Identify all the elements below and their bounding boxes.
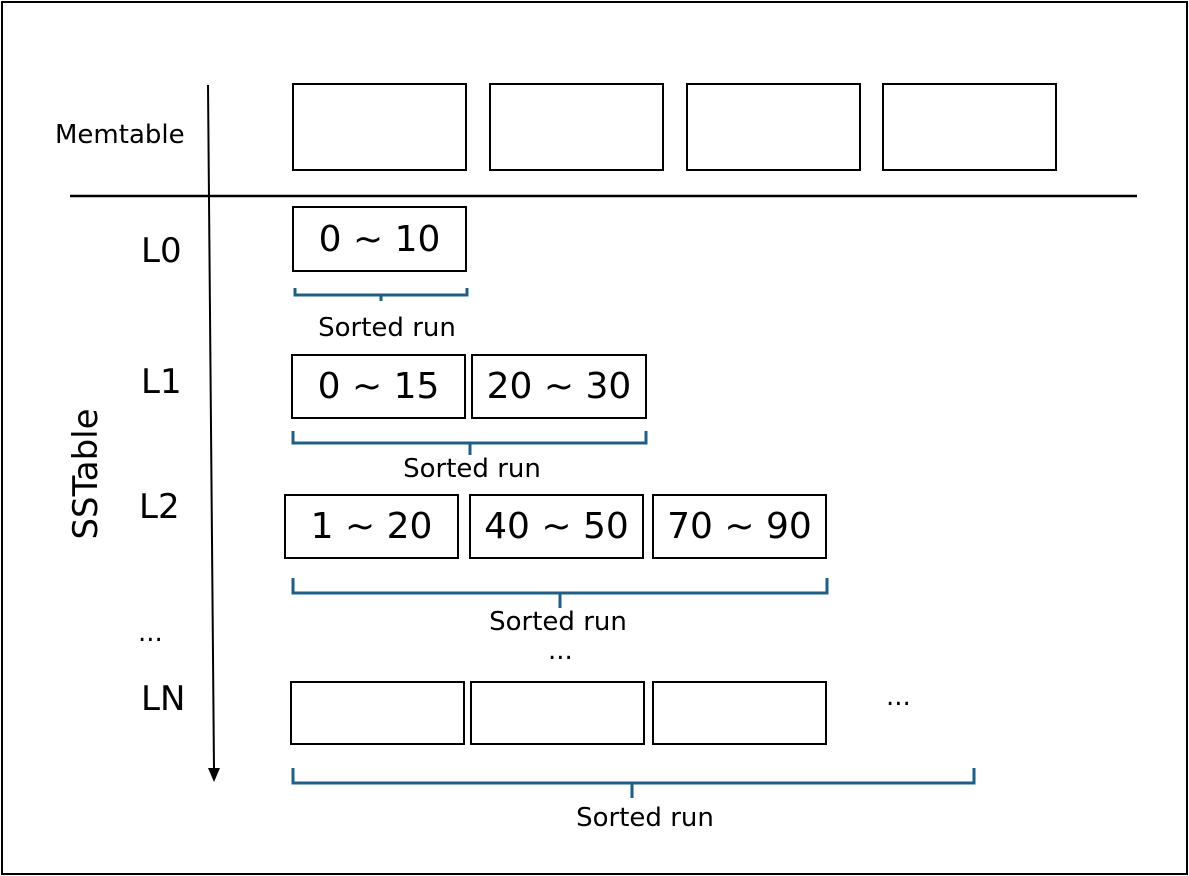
l0-sorted-run-label: Sorted run	[318, 313, 456, 343]
memtable-block-2	[489, 83, 664, 171]
l1-sorted-run-label: Sorted run	[403, 454, 541, 484]
l1-sorted-run-bracket	[291, 431, 648, 455]
l2-sorted-run-label: Sorted run	[489, 607, 627, 637]
sstable-label: SSTable	[66, 408, 106, 540]
level-l0-label: L0	[141, 231, 182, 271]
ln-block-3	[652, 681, 827, 745]
center-ellipsis: ...	[548, 636, 573, 666]
memtable-block-1	[292, 83, 467, 171]
memtable-label: Memtable	[55, 120, 185, 150]
l2-block-1: 1 ~ 20	[284, 494, 459, 559]
l1-block-2: 20 ~ 30	[471, 354, 647, 419]
l2-sorted-run-bracket	[291, 578, 829, 608]
level-l2-label: L2	[139, 487, 180, 527]
l0-sorted-run-bracket	[293, 288, 469, 301]
ln-more-ellipsis: ...	[886, 682, 911, 712]
l1-block-1: 0 ~ 15	[291, 354, 466, 419]
level-depth-arrow	[207, 84, 215, 771]
l2-block-3: 70 ~ 90	[652, 494, 827, 559]
level-l1-label: L1	[141, 362, 182, 402]
l0-block-1: 0 ~ 10	[292, 206, 467, 272]
level-depth-arrowhead	[208, 768, 220, 782]
ln-block-2	[470, 681, 645, 745]
ln-sorted-run-label: Sorted run	[576, 803, 714, 833]
memtable-block-3	[686, 83, 861, 171]
memtable-block-4	[882, 83, 1057, 171]
ln-block-1	[290, 681, 465, 745]
ln-sorted-run-bracket	[291, 768, 976, 798]
levels-ellipsis: ...	[138, 618, 163, 648]
level-ln-label: LN	[141, 679, 186, 719]
l2-block-2: 40 ~ 50	[469, 494, 644, 559]
